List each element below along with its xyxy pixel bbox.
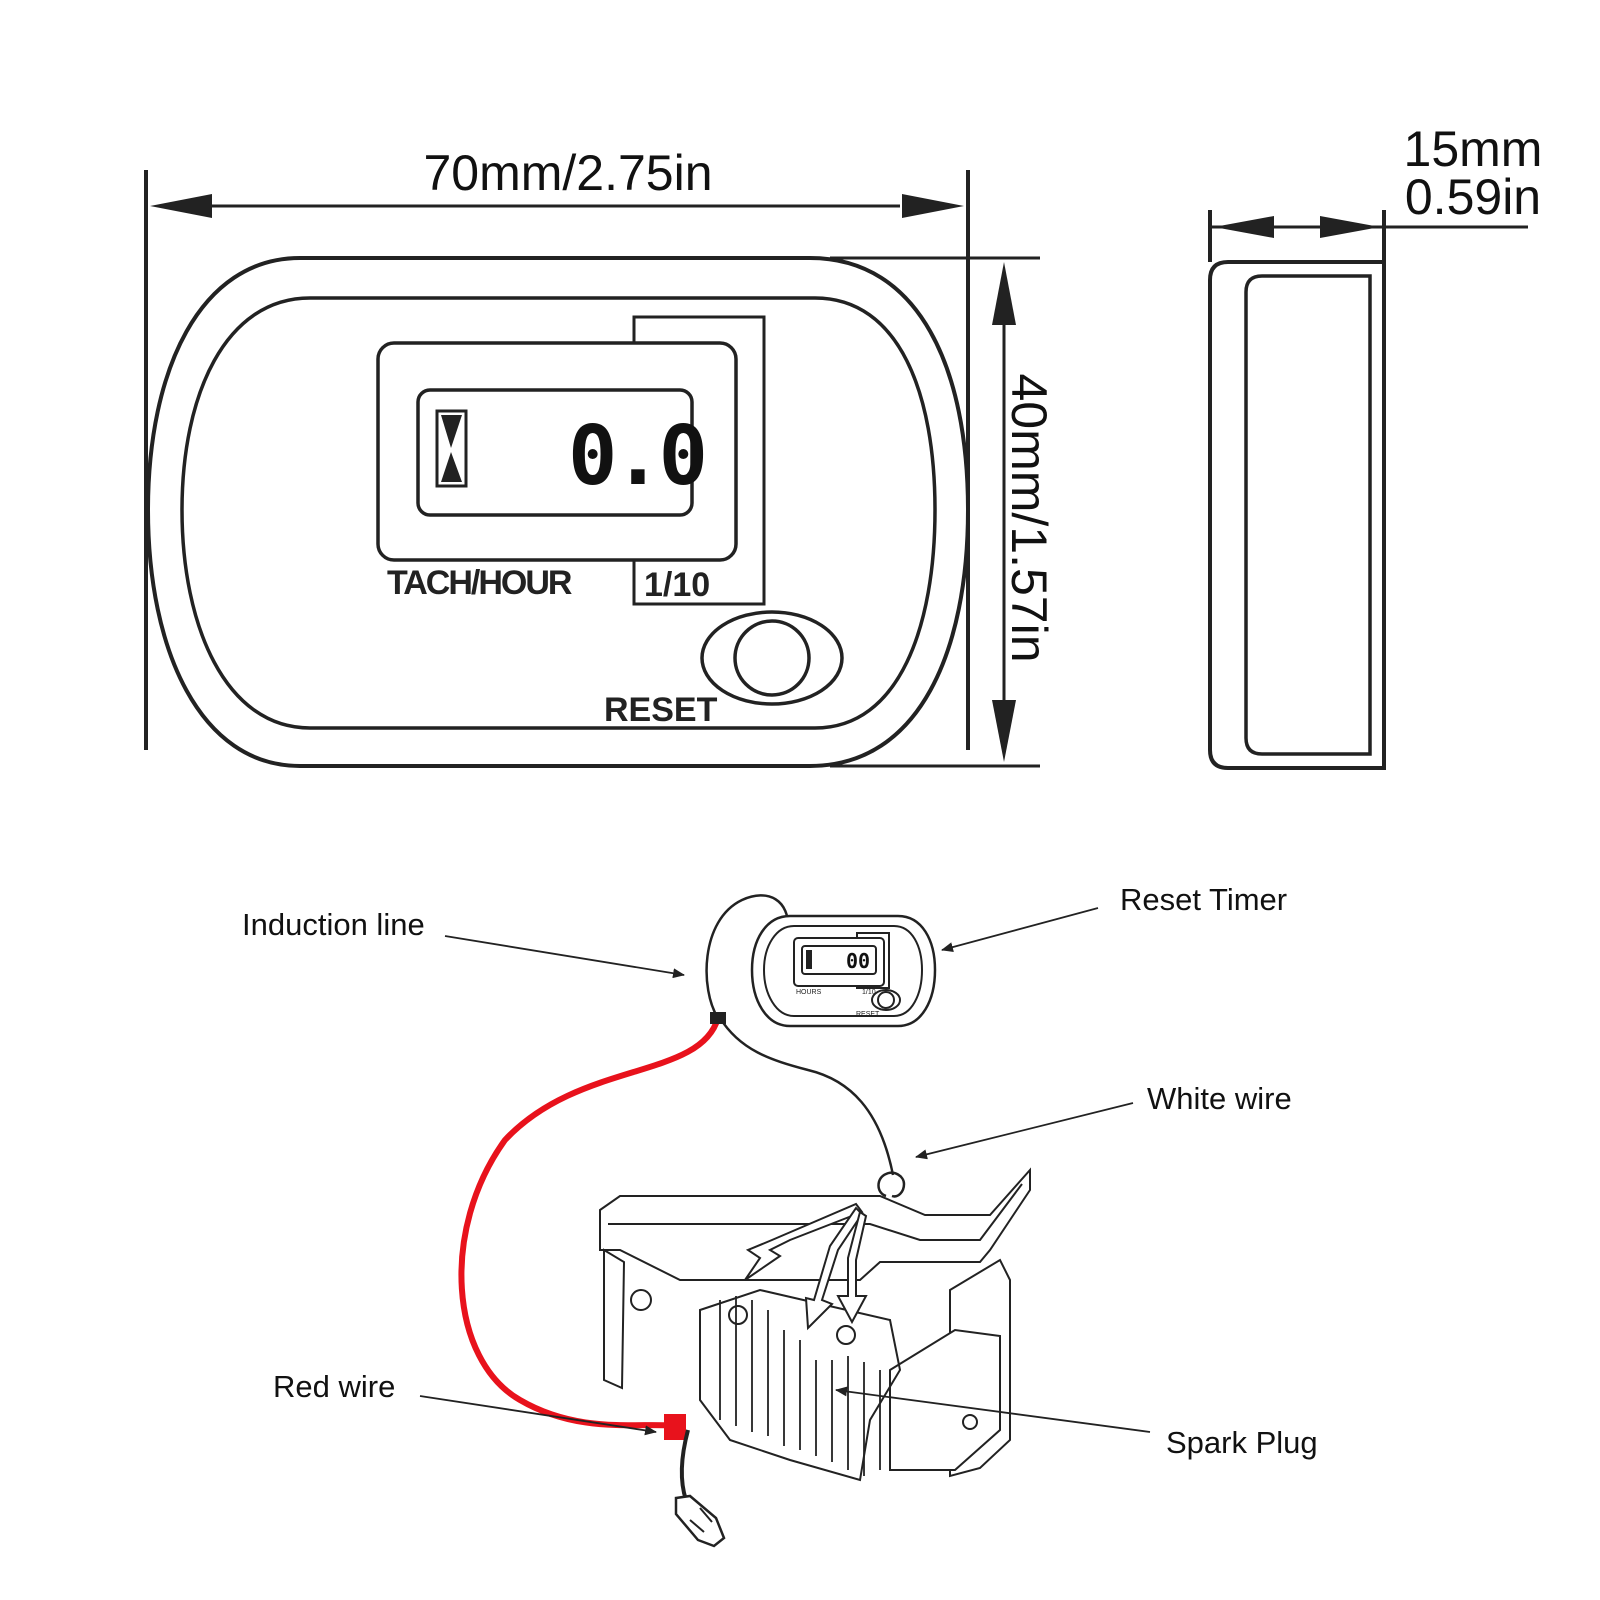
white-wire [718, 1017, 895, 1176]
width-label: 70mm/2.75in [423, 145, 712, 201]
mini-resolution-label: 1/10 [862, 989, 876, 996]
front-view [144, 170, 1040, 768]
callout-white-wire: White wire [1147, 1081, 1292, 1116]
width-arrow-right [902, 194, 964, 218]
lcd-bezel [376, 341, 738, 562]
red-wire-sleeve [664, 1414, 686, 1440]
leader-induction-line [444, 935, 685, 979]
housing-outer [145, 256, 971, 768]
engine-cover-rim [608, 1183, 1023, 1241]
induction-loop [705, 894, 790, 1019]
leader-reset-timer [941, 907, 1099, 952]
height-label: 40mm/1.57in [1001, 373, 1057, 662]
side-view [1208, 210, 1528, 770]
leader-spark-plug [835, 1386, 1151, 1433]
housing-inner [180, 296, 937, 730]
mini-hourglass-icon [806, 950, 812, 969]
height-arrow-top [992, 262, 1016, 325]
install-arrow-middle [804, 1206, 864, 1331]
spark-plug-boot-ring [689, 1507, 713, 1533]
depth-mm-label: 15mm [1404, 121, 1543, 177]
callout-red-wire: Red wire [273, 1369, 395, 1404]
lcd-window [416, 388, 694, 517]
width-arrow-left [150, 194, 212, 218]
reset-label: RESET [604, 691, 718, 729]
mini-reset-ring [871, 989, 901, 1011]
hourglass-icon-fill [441, 415, 462, 482]
reset-button[interactable] [733, 619, 811, 697]
spark-plug-boot [674, 1494, 726, 1548]
engine-bolt-4 [962, 1414, 978, 1430]
height-arrow-bottom [992, 700, 1016, 762]
mini-reset-button[interactable] [877, 991, 895, 1009]
side-body-inner [1244, 274, 1372, 756]
hourglass-icon [435, 409, 468, 488]
engine-bolt-3 [836, 1325, 856, 1345]
leader-white-wire [915, 1102, 1134, 1160]
engine-bolt-2 [728, 1305, 748, 1325]
mini-reset-label: RESET [856, 1011, 880, 1018]
mode-label: TACH/HOUR [387, 564, 572, 602]
leader-red-wire [419, 1395, 657, 1436]
depth-arrow-left [1214, 216, 1274, 238]
engine-fins [719, 1296, 881, 1476]
mini-lcd-window [801, 945, 877, 975]
depth-arrow-right [1320, 216, 1380, 238]
mini-mode-label: HOURS [796, 989, 822, 996]
reset-button-ring [700, 610, 844, 706]
install-arrow-left [744, 1202, 864, 1281]
red-wire-connector-top [710, 1012, 726, 1024]
callout-spark-plug: Spark Plug [1166, 1425, 1318, 1460]
engine-bolt-1 [630, 1289, 652, 1311]
callout-reset-timer: Reset Timer [1120, 882, 1287, 917]
white-wire-clip [877, 1171, 906, 1198]
red-wire [458, 1017, 721, 1429]
side-body-outer [1208, 260, 1386, 770]
mini-device-inner [762, 925, 924, 1017]
spark-plug-lead [679, 1429, 690, 1501]
engine-block-left [603, 1248, 626, 1390]
install-arrow-right [836, 1210, 868, 1325]
engine-muffler [889, 1328, 1001, 1471]
lcd-readout: 0.0 [568, 409, 704, 504]
mini-lcd-readout: 00 [846, 949, 870, 973]
callout-induction-line: Induction line [242, 907, 425, 942]
resolution-label: 1/10 [644, 566, 710, 604]
installation-diagram [419, 894, 1151, 1548]
depth-in-label: 0.59in [1405, 169, 1541, 225]
